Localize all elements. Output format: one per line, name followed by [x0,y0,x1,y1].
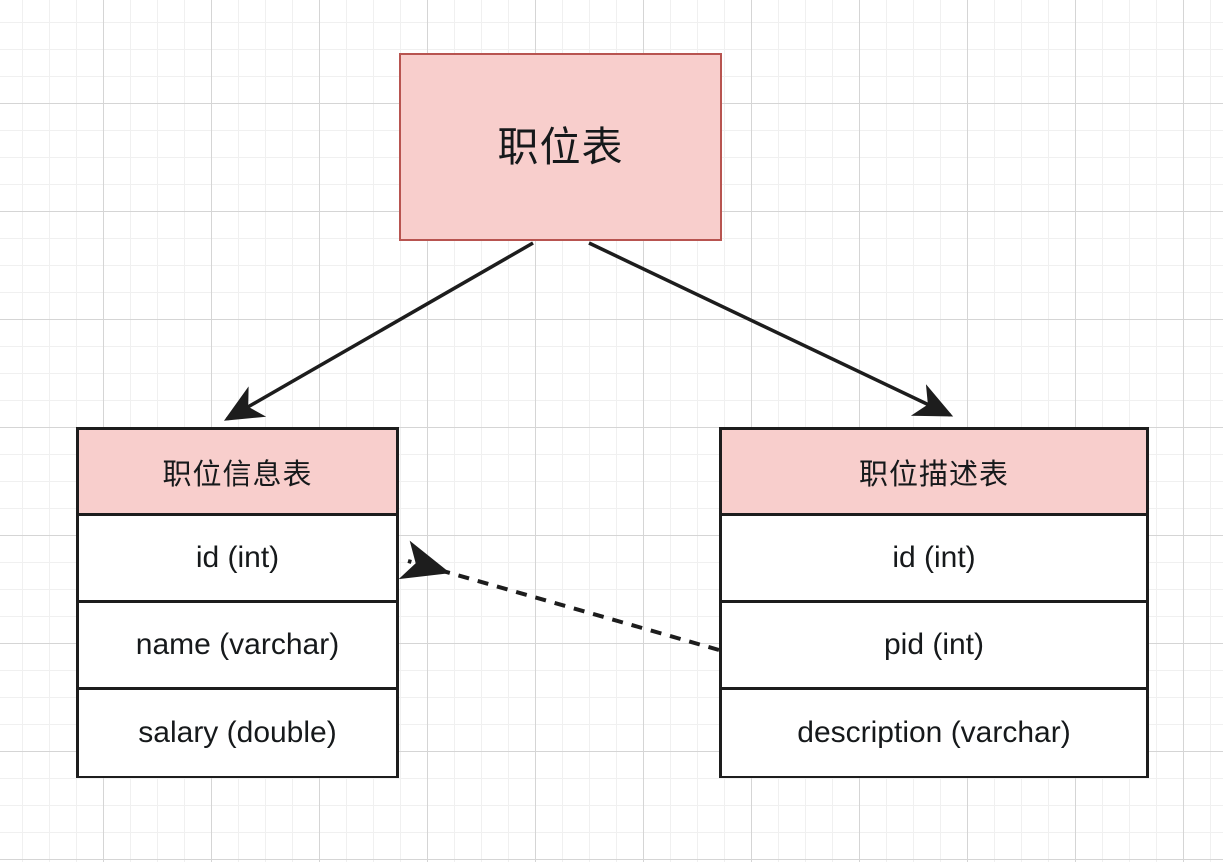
entity-row[interactable]: id (int) [79,516,396,603]
entity-header-label: 职位描述表 [858,456,1009,491]
entity-row[interactable]: id (int) [722,516,1146,603]
entity-header-label: 职位信息表 [162,456,313,491]
root-entity-box[interactable]: 职位表 [399,53,722,241]
edge-root-to-info [223,241,534,421]
root-entity-label: 职位表 [497,122,624,171]
entity-table-position-info[interactable]: 职位信息表 id (int) name (varchar) salary (do… [76,427,399,778]
entity-row[interactable]: name (varchar) [79,603,396,690]
entity-field-label: pid (int) [883,628,985,661]
entity-row[interactable]: pid (int) [722,603,1146,690]
edge-pid-to-id [398,540,720,652]
entity-row[interactable]: description (varchar) [722,690,1146,776]
entity-table-position-description[interactable]: 职位描述表 id (int) pid (int) description (va… [719,427,1149,778]
entity-field-label: id (int) [195,541,280,574]
entity-header[interactable]: 职位信息表 [79,430,396,516]
edge-root-to-description [588,241,954,417]
entity-field-label: name (varchar) [135,628,340,661]
entity-field-label: salary (double) [138,716,337,749]
entity-row[interactable]: salary (double) [79,690,396,776]
entity-field-label: id (int) [892,541,976,574]
entity-header[interactable]: 职位描述表 [722,430,1146,516]
entity-field-label: description (varchar) [797,716,1071,749]
